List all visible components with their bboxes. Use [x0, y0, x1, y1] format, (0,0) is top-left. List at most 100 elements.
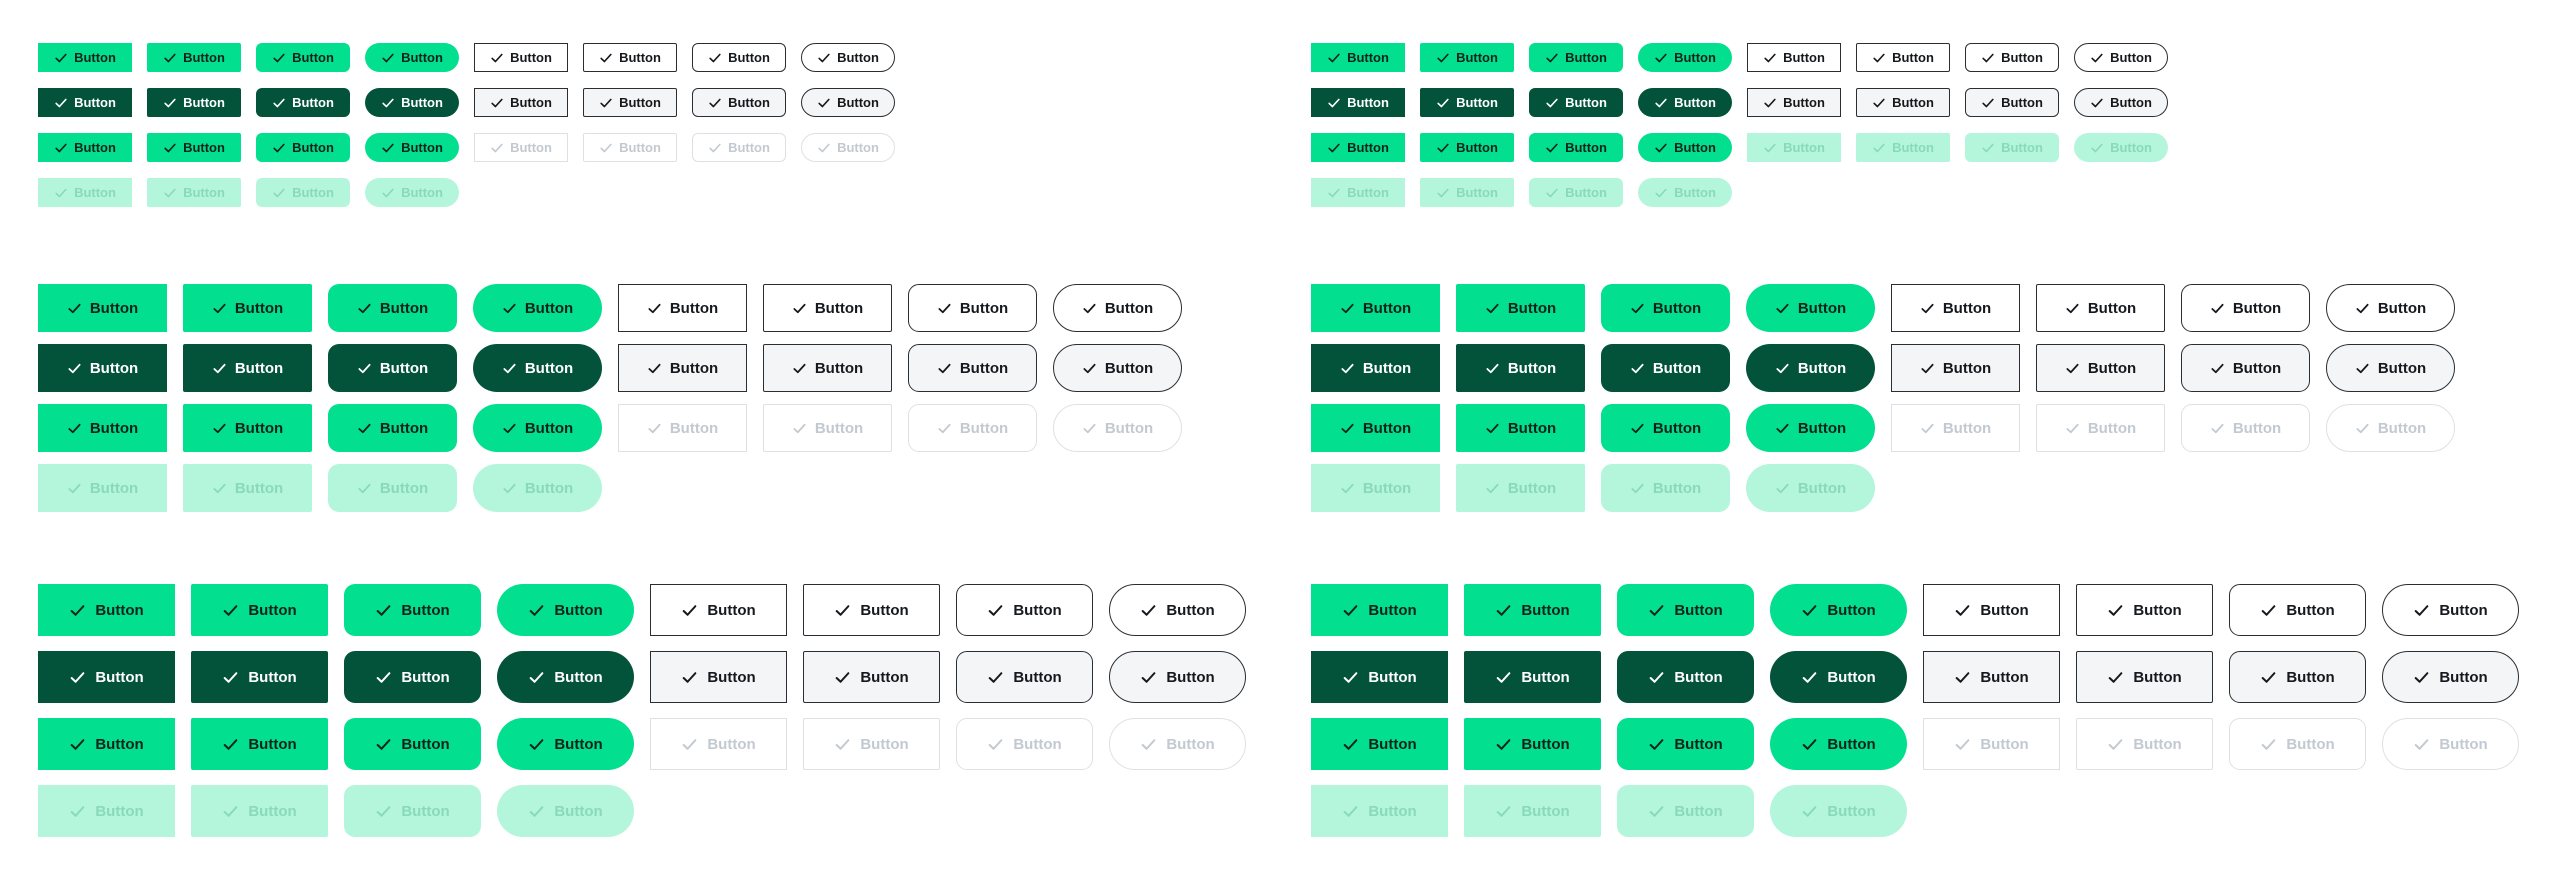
right-large-fill-square-hover-button[interactable]: Button [1311, 718, 1448, 770]
left-medium-fill-square-pressed-button[interactable]: Button [38, 344, 167, 392]
right-medium-outline-square-default-button[interactable]: Button [1891, 284, 2020, 332]
right-large-fill-sharp-rect-default-button[interactable]: Button [1464, 584, 1601, 636]
right-large-fill-sharp-rect-pressed-button[interactable]: Button [1464, 651, 1601, 703]
right-medium-outline-sharp-rect-pressed-button[interactable]: Button [2036, 344, 2165, 392]
right-medium-fill-rounded-pressed-button[interactable]: Button [1601, 344, 1730, 392]
left-small-outline-sharp-rect-pressed-button[interactable]: Button [583, 88, 677, 117]
right-medium-fill-rounded-hover-button[interactable]: Button [1601, 404, 1730, 452]
left-small-fill-square-pressed-button[interactable]: Button [38, 88, 132, 117]
right-small-fill-square-pressed-button[interactable]: Button [1311, 88, 1405, 117]
left-small-outline-rounded-default-button[interactable]: Button [692, 43, 786, 72]
right-medium-fill-square-default-button[interactable]: Button [1311, 284, 1440, 332]
left-medium-fill-square-default-button[interactable]: Button [38, 284, 167, 332]
left-small-fill-sharp-rect-default-button[interactable]: Button [147, 43, 241, 72]
left-medium-fill-sharp-rect-hover-button[interactable]: Button [183, 404, 312, 452]
left-small-outline-square-default-button[interactable]: Button [474, 43, 568, 72]
right-small-fill-rounded-pressed-button[interactable]: Button [1529, 88, 1623, 117]
right-small-outline-sharp-rect-default-button[interactable]: Button [1856, 43, 1950, 72]
left-medium-fill-rounded-hover-button[interactable]: Button [328, 404, 457, 452]
left-small-outline-sharp-rect-default-button[interactable]: Button [583, 43, 677, 72]
left-small-fill-rounded-pressed-button[interactable]: Button [256, 88, 350, 117]
right-large-outline-pill-default-button[interactable]: Button [2382, 584, 2519, 636]
right-large-outline-rounded-default-button[interactable]: Button [2229, 584, 2366, 636]
left-large-fill-pill-default-button[interactable]: Button [497, 584, 634, 636]
right-large-fill-pill-default-button[interactable]: Button [1770, 584, 1907, 636]
left-large-outline-sharp-rect-default-button[interactable]: Button [803, 584, 940, 636]
right-large-fill-rounded-default-button[interactable]: Button [1617, 584, 1754, 636]
right-large-outline-pill-pressed-button[interactable]: Button [2382, 651, 2519, 703]
right-large-outline-sharp-rect-default-button[interactable]: Button [2076, 584, 2213, 636]
left-large-outline-rounded-default-button[interactable]: Button [956, 584, 1093, 636]
left-medium-outline-square-pressed-button[interactable]: Button [618, 344, 747, 392]
left-small-outline-rounded-pressed-button[interactable]: Button [692, 88, 786, 117]
left-large-fill-sharp-rect-pressed-button[interactable]: Button [191, 651, 328, 703]
left-medium-fill-pill-hover-button[interactable]: Button [473, 404, 602, 452]
left-medium-fill-square-hover-button[interactable]: Button [38, 404, 167, 452]
right-small-fill-pill-pressed-button[interactable]: Button [1638, 88, 1732, 117]
left-medium-fill-rounded-default-button[interactable]: Button [328, 284, 457, 332]
right-medium-outline-sharp-rect-default-button[interactable]: Button [2036, 284, 2165, 332]
right-medium-outline-pill-default-button[interactable]: Button [2326, 284, 2455, 332]
left-medium-outline-sharp-rect-pressed-button[interactable]: Button [763, 344, 892, 392]
left-large-fill-rounded-default-button[interactable]: Button [344, 584, 481, 636]
left-small-fill-pill-hover-button[interactable]: Button [365, 133, 459, 162]
left-small-outline-square-pressed-button[interactable]: Button [474, 88, 568, 117]
left-large-fill-pill-pressed-button[interactable]: Button [497, 651, 634, 703]
left-small-fill-square-hover-button[interactable]: Button [38, 133, 132, 162]
left-medium-outline-pill-pressed-button[interactable]: Button [1053, 344, 1182, 392]
right-small-fill-square-default-button[interactable]: Button [1311, 43, 1405, 72]
right-medium-fill-sharp-rect-default-button[interactable]: Button [1456, 284, 1585, 332]
right-large-fill-rounded-hover-button[interactable]: Button [1617, 718, 1754, 770]
right-large-fill-rounded-pressed-button[interactable]: Button [1617, 651, 1754, 703]
left-large-outline-pill-default-button[interactable]: Button [1109, 584, 1246, 636]
left-small-outline-pill-default-button[interactable]: Button [801, 43, 895, 72]
right-large-outline-square-pressed-button[interactable]: Button [1923, 651, 2060, 703]
left-small-fill-pill-default-button[interactable]: Button [365, 43, 459, 72]
right-medium-fill-pill-default-button[interactable]: Button [1746, 284, 1875, 332]
right-large-outline-sharp-rect-pressed-button[interactable]: Button [2076, 651, 2213, 703]
left-medium-outline-sharp-rect-default-button[interactable]: Button [763, 284, 892, 332]
left-large-fill-square-default-button[interactable]: Button [38, 584, 175, 636]
right-large-fill-sharp-rect-hover-button[interactable]: Button [1464, 718, 1601, 770]
right-large-outline-square-default-button[interactable]: Button [1923, 584, 2060, 636]
right-large-fill-square-pressed-button[interactable]: Button [1311, 651, 1448, 703]
right-small-outline-rounded-default-button[interactable]: Button [1965, 43, 2059, 72]
left-large-outline-square-default-button[interactable]: Button [650, 584, 787, 636]
left-medium-outline-square-default-button[interactable]: Button [618, 284, 747, 332]
right-small-fill-sharp-rect-default-button[interactable]: Button [1420, 43, 1514, 72]
right-medium-outline-pill-pressed-button[interactable]: Button [2326, 344, 2455, 392]
right-small-fill-rounded-hover-button[interactable]: Button [1529, 133, 1623, 162]
right-large-outline-rounded-pressed-button[interactable]: Button [2229, 651, 2366, 703]
right-medium-fill-sharp-rect-pressed-button[interactable]: Button [1456, 344, 1585, 392]
right-large-fill-pill-pressed-button[interactable]: Button [1770, 651, 1907, 703]
left-large-fill-pill-hover-button[interactable]: Button [497, 718, 634, 770]
left-small-fill-pill-pressed-button[interactable]: Button [365, 88, 459, 117]
right-small-outline-pill-default-button[interactable]: Button [2074, 43, 2168, 72]
right-medium-fill-square-hover-button[interactable]: Button [1311, 404, 1440, 452]
right-medium-fill-sharp-rect-hover-button[interactable]: Button [1456, 404, 1585, 452]
left-medium-outline-pill-default-button[interactable]: Button [1053, 284, 1182, 332]
left-large-outline-square-pressed-button[interactable]: Button [650, 651, 787, 703]
left-medium-outline-rounded-default-button[interactable]: Button [908, 284, 1037, 332]
right-large-fill-square-default-button[interactable]: Button [1311, 584, 1448, 636]
left-small-fill-rounded-default-button[interactable]: Button [256, 43, 350, 72]
right-small-fill-pill-hover-button[interactable]: Button [1638, 133, 1732, 162]
right-small-outline-pill-pressed-button[interactable]: Button [2074, 88, 2168, 117]
right-small-fill-square-hover-button[interactable]: Button [1311, 133, 1405, 162]
left-large-fill-rounded-hover-button[interactable]: Button [344, 718, 481, 770]
right-small-fill-sharp-rect-hover-button[interactable]: Button [1420, 133, 1514, 162]
right-medium-fill-rounded-default-button[interactable]: Button [1601, 284, 1730, 332]
right-small-fill-rounded-default-button[interactable]: Button [1529, 43, 1623, 72]
left-large-fill-square-pressed-button[interactable]: Button [38, 651, 175, 703]
left-small-outline-pill-pressed-button[interactable]: Button [801, 88, 895, 117]
left-large-fill-sharp-rect-hover-button[interactable]: Button [191, 718, 328, 770]
left-medium-fill-sharp-rect-pressed-button[interactable]: Button [183, 344, 312, 392]
left-medium-fill-sharp-rect-default-button[interactable]: Button [183, 284, 312, 332]
right-medium-outline-square-pressed-button[interactable]: Button [1891, 344, 2020, 392]
right-medium-fill-square-pressed-button[interactable]: Button [1311, 344, 1440, 392]
left-large-outline-sharp-rect-pressed-button[interactable]: Button [803, 651, 940, 703]
left-large-fill-sharp-rect-default-button[interactable]: Button [191, 584, 328, 636]
right-small-outline-square-pressed-button[interactable]: Button [1747, 88, 1841, 117]
right-medium-fill-pill-pressed-button[interactable]: Button [1746, 344, 1875, 392]
right-medium-fill-pill-hover-button[interactable]: Button [1746, 404, 1875, 452]
